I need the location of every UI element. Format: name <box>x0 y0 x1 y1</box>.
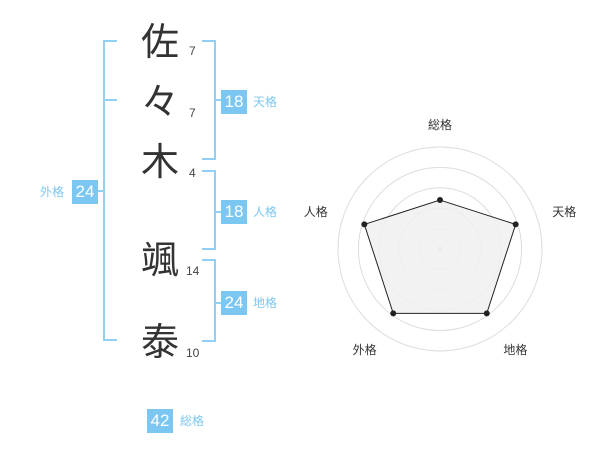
jinkaku-value-badge: 18 <box>221 200 247 224</box>
stroke-count-4: 14 <box>186 264 200 278</box>
name-char-5: 泰 <box>140 320 179 364</box>
radar-point-3 <box>483 310 490 317</box>
tenkaku-value-badge: 18 <box>221 90 247 114</box>
soukaku-value-badge: 42 <box>147 409 173 433</box>
gaikaku-bracket-link <box>97 190 105 192</box>
radar-axis-label-2: 天格 <box>552 205 577 220</box>
radar-point-5 <box>361 221 368 228</box>
jinkaku-bracket <box>202 170 216 250</box>
stroke-count-3: 4 <box>189 166 196 180</box>
jinkaku-bracket-link <box>214 211 222 213</box>
tenkaku-bracket-link <box>214 99 222 101</box>
radar-axis-label-3: 地格 <box>503 342 528 357</box>
stroke-count-5: 10 <box>186 346 200 360</box>
name-char-2: 々 <box>140 80 179 124</box>
soukaku-label: 総格 <box>180 414 205 428</box>
radar-grid-ring <box>337 146 543 352</box>
tenkaku-label: 天格 <box>253 95 278 109</box>
chikaku-value-badge: 24 <box>221 291 247 315</box>
radar-point-2 <box>512 221 519 228</box>
radar-axis-label-1: 総格 <box>428 118 453 132</box>
name-char-4: 颯 <box>140 238 179 282</box>
radar-grid-ring <box>357 166 523 332</box>
chikaku-bracket <box>202 259 216 342</box>
gaikaku-label: 外格 <box>40 185 65 199</box>
radar-axis-label-4: 外格 <box>352 342 377 357</box>
radar-axis-label-5: 人格 <box>303 205 328 220</box>
stroke-count-2: 7 <box>189 106 196 120</box>
radar-point-4 <box>390 310 397 317</box>
stroke-count-1: 7 <box>189 44 196 58</box>
name-char-3: 木 <box>140 140 179 184</box>
chikaku-bracket-link <box>214 302 222 304</box>
name-char-1: 佐 <box>140 20 179 64</box>
radar-data-polygon <box>363 199 517 314</box>
jinkaku-label: 人格 <box>253 205 278 219</box>
gaikaku-bracket-tick <box>103 99 117 101</box>
gaikaku-value-badge: 24 <box>72 180 98 204</box>
radar-point-1 <box>437 197 443 204</box>
chikaku-label: 地格 <box>253 296 278 310</box>
